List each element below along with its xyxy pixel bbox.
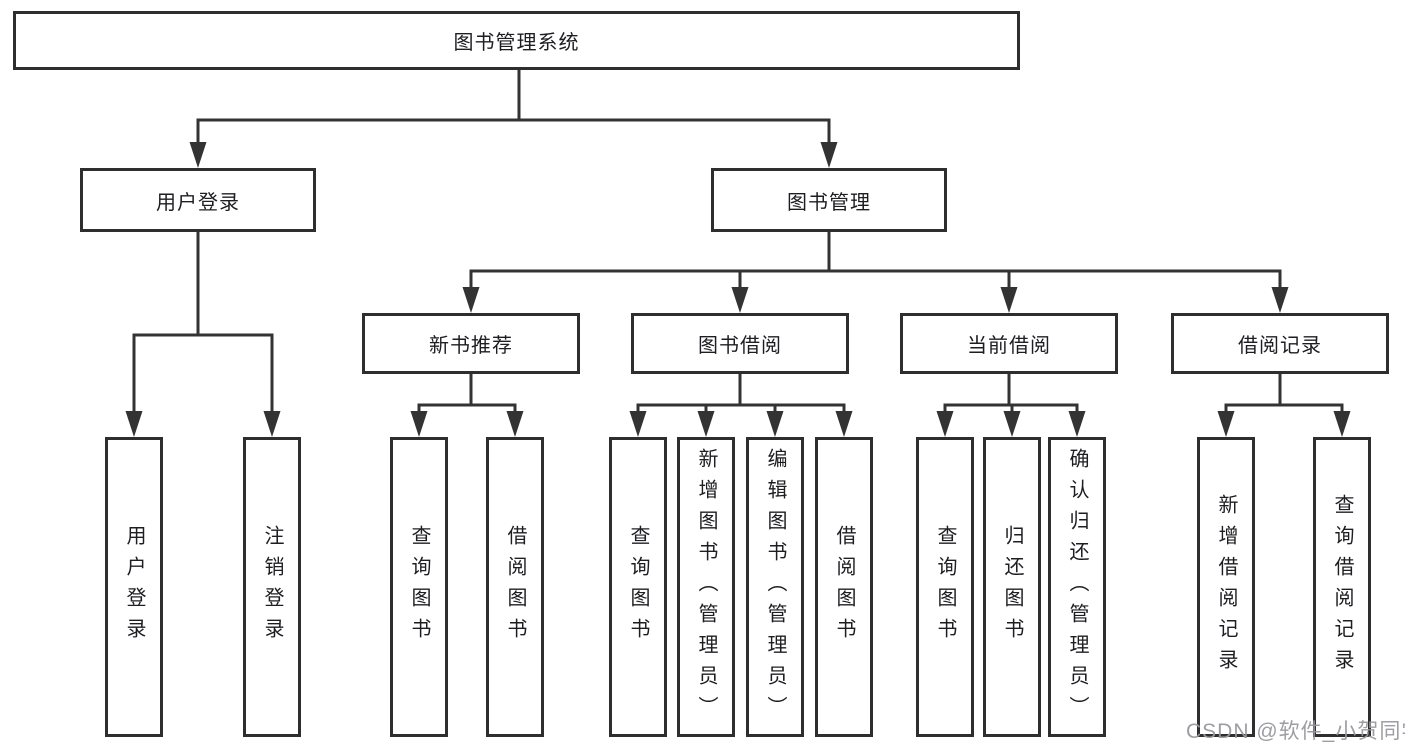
node-book-management: 图书管理 [711,168,947,232]
node-current-borrowing: 当前借阅 [900,313,1118,374]
leaf-edit-books-admin: 编辑图书（管理员） [746,437,804,737]
node-borrowing-records: 借阅记录 [1171,313,1389,374]
leaf-logout: 注销登录 [243,437,301,737]
leaf-label: 借阅图书 [504,525,526,649]
leaf-label: 归还图书 [1001,525,1023,649]
node-library-management-system: 图书管理系统 [13,11,1020,70]
leaf-label: 借阅图书 [833,525,855,649]
node-new-book-recommendation: 新书推荐 [362,313,580,374]
csdn-watermark: CSDN @软件_小贺同学 [1186,720,1405,743]
node-label: 用户登录 [156,191,240,214]
node-label: 图书管理系统 [453,32,580,54]
leaf-user-login: 用户登录 [105,437,163,737]
leaf-label: 查询图书 [627,525,649,649]
leaf-label: 查询图书 [408,525,430,649]
leaf-borrow-books-1: 借阅图书 [486,437,544,737]
leaf-add-borrow-record: 新增借阅记录 [1197,437,1255,737]
leaf-label: 注销登录 [261,525,283,649]
leaf-return-books: 归还图书 [983,437,1041,737]
leaf-query-books-1: 查询图书 [390,437,448,737]
leaf-label: 编辑图书（管理员） [764,447,786,727]
node-label: 图书借阅 [698,335,782,357]
leaf-label: 确认归还（管理员） [1066,447,1088,727]
leaf-query-books-2: 查询图书 [609,437,667,737]
leaf-add-books-admin: 新增图书（管理员） [677,437,735,737]
leaf-label: 新增图书（管理员） [695,447,717,727]
leaf-confirm-return-admin: 确认归还（管理员） [1048,437,1106,737]
node-user-login: 用户登录 [80,168,316,232]
leaf-label: 查询图书 [934,525,956,649]
node-label: 新书推荐 [429,335,513,357]
leaf-query-borrow-record: 查询借阅记录 [1313,437,1371,737]
node-label: 图书管理 [787,191,871,214]
leaf-query-books-3: 查询图书 [916,437,974,737]
leaf-borrow-books-2: 借阅图书 [815,437,873,737]
leaf-label: 用户登录 [123,525,145,649]
leaf-label: 新增借阅记录 [1215,494,1237,680]
node-book-borrowing: 图书借阅 [631,313,849,374]
node-label: 借阅记录 [1238,335,1322,357]
node-label: 当前借阅 [967,335,1051,357]
leaf-label: 查询借阅记录 [1331,494,1353,680]
